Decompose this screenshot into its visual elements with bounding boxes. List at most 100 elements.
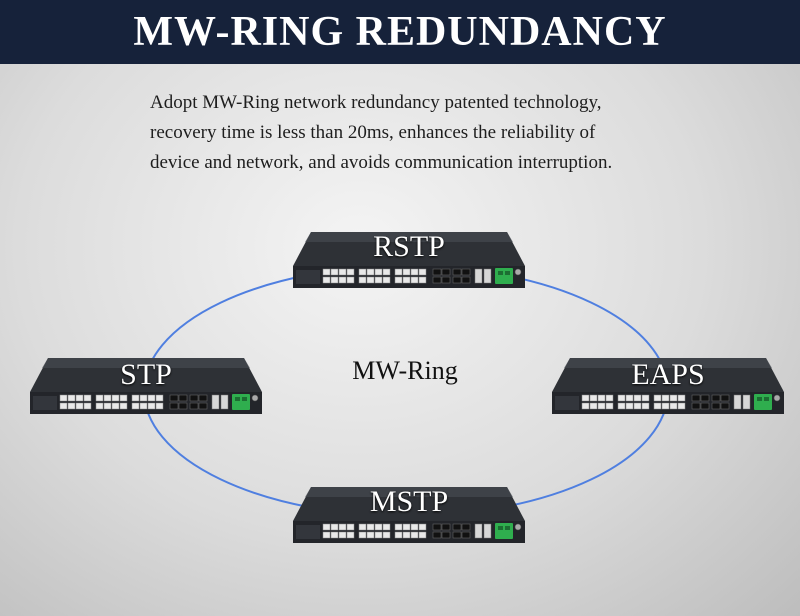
page-title: MW-RING REDUNDANCY (133, 9, 667, 55)
switch-vent (555, 396, 579, 410)
switch-device-image (552, 358, 784, 414)
rj45-port (67, 402, 76, 410)
sfp-port (452, 268, 462, 276)
switch-label-rstp: RSTP (373, 230, 445, 263)
rj45-port (394, 268, 403, 276)
switch-mstp: MSTP (293, 485, 525, 545)
ring-label: MW-Ring (352, 356, 458, 385)
rj45-port (155, 394, 164, 402)
intro-line: recovery time is less than 20ms, enhance… (150, 122, 596, 143)
rj45-port (338, 268, 347, 276)
rj45-port (366, 531, 375, 539)
rj45-port (374, 276, 383, 284)
sfp-port (169, 394, 179, 402)
sfp-port (461, 276, 471, 284)
rj45-port (418, 523, 427, 531)
switch-label-stp: STP (120, 358, 172, 391)
rj45-port (418, 268, 427, 276)
rj45-port (661, 402, 670, 410)
terminal-screw (498, 271, 503, 275)
rj45-port (338, 531, 347, 539)
switch-vent (33, 396, 57, 410)
rj45-port (322, 276, 331, 284)
power-terminal-block (495, 268, 513, 284)
rj45-port (605, 402, 614, 410)
header-banner: MW-RING REDUNDANCY (0, 0, 800, 64)
sfp-port (441, 268, 451, 276)
rj45-port (119, 394, 128, 402)
rj45-port (394, 531, 403, 539)
rj45-port (67, 394, 76, 402)
rj45-port (346, 268, 355, 276)
sfp-port (452, 523, 462, 531)
rj45-port (394, 523, 403, 531)
rj45-port (338, 523, 347, 531)
sfp-port (198, 402, 208, 410)
sfp-port (441, 523, 451, 531)
rj45-port (653, 394, 662, 402)
rj45-port (402, 276, 411, 284)
terminal-screw (505, 271, 510, 275)
switch-stp: STP (30, 358, 262, 416)
switch-top-highlight (564, 358, 772, 368)
rj45-port (597, 402, 606, 410)
switch-device-image (30, 358, 262, 414)
sfp-port (461, 523, 471, 531)
rj45-port (617, 394, 626, 402)
sfp-port (198, 394, 208, 402)
rj45-port (410, 276, 419, 284)
terminal-screw (242, 397, 247, 401)
sfp-port (720, 394, 730, 402)
sfp-port (691, 394, 701, 402)
rj45-port (358, 531, 367, 539)
rj45-port (147, 402, 156, 410)
sfp-port (169, 402, 179, 410)
rj45-port (669, 402, 678, 410)
sfp-port (700, 402, 710, 410)
sfp-port (711, 402, 721, 410)
sfp-port (432, 523, 442, 531)
switch-top-highlight (305, 232, 513, 242)
terminal-screw (498, 526, 503, 530)
sfp-port (461, 531, 471, 539)
console-port (483, 523, 492, 539)
rj45-port (641, 394, 650, 402)
switch-eaps: EAPS (552, 358, 784, 416)
rj45-port (322, 268, 331, 276)
power-terminal-block (232, 394, 250, 410)
sfp-port (441, 276, 451, 284)
switch-rstp: RSTP (293, 230, 525, 290)
switch-device-image (293, 232, 525, 288)
rj45-port (418, 531, 427, 539)
rj45-port (75, 402, 84, 410)
rj45-port (669, 394, 678, 402)
ground-screw (251, 394, 259, 402)
rj45-port (119, 402, 128, 410)
rj45-port (410, 523, 419, 531)
rj45-port (617, 402, 626, 410)
terminal-screw (235, 397, 240, 401)
rj45-port (402, 268, 411, 276)
rj45-port (330, 531, 339, 539)
switch-label-mstp: MSTP (369, 485, 449, 518)
sfp-port (432, 531, 442, 539)
rj45-port (83, 394, 92, 402)
power-terminal-block (754, 394, 772, 410)
rj45-port (103, 402, 112, 410)
rj45-port (59, 394, 68, 402)
rj45-port (358, 276, 367, 284)
rj45-port (410, 531, 419, 539)
rj45-port (75, 394, 84, 402)
rj45-port (139, 402, 148, 410)
rj45-port (633, 394, 642, 402)
rj45-port (95, 394, 104, 402)
rj45-port (366, 523, 375, 531)
rj45-port (402, 523, 411, 531)
ground-screw (514, 523, 522, 531)
console-port (483, 268, 492, 284)
rj45-port (95, 402, 104, 410)
switch-vent (296, 270, 320, 284)
rj45-port (410, 268, 419, 276)
rj45-port (139, 394, 148, 402)
rj45-port (382, 523, 391, 531)
